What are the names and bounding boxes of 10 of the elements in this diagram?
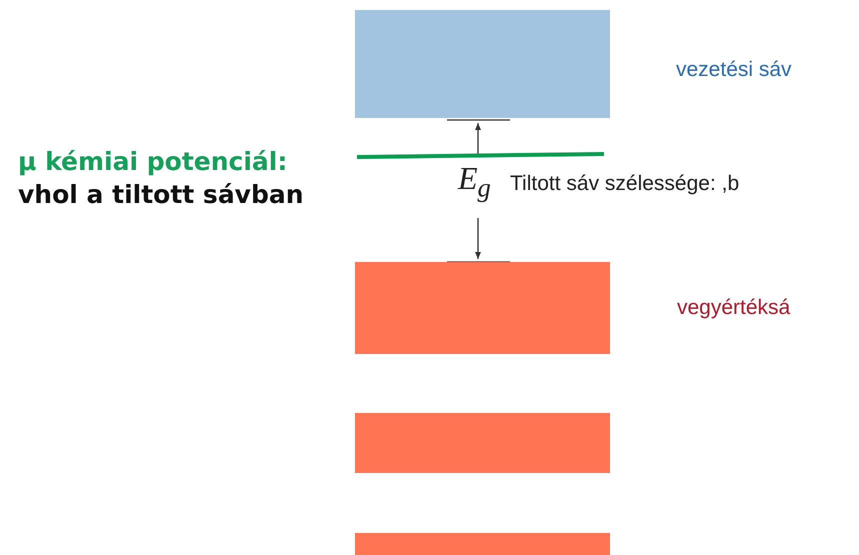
energy-band: [355, 262, 610, 354]
energy-band: [355, 10, 610, 118]
chemical-potential-label: μ kémiai potenciál:: [18, 147, 288, 176]
band-label: vegyértéksá: [677, 296, 790, 320]
band-gap-label: Tiltott sáv szélessége: ,b: [510, 172, 740, 196]
chemical-potential-note: vhol a tiltott sávban: [18, 180, 304, 209]
energy-band: [355, 413, 610, 473]
band-label: vezetési sáv: [676, 58, 792, 82]
band-gap-symbol: E$_{g}$: [458, 160, 491, 204]
energy-band: [355, 533, 610, 555]
